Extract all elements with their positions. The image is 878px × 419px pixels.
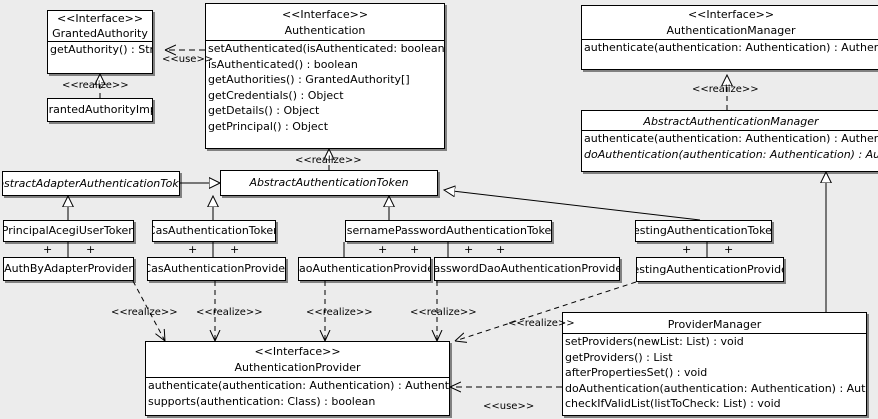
association-adornment-plus: + xyxy=(496,243,506,256)
class-name: AbstractAuthenticationToken xyxy=(249,176,409,189)
divider xyxy=(206,40,444,41)
class-name: DaoAuthenticationProvider xyxy=(298,262,430,275)
association-adornment-plus: + xyxy=(378,243,388,256)
class-password-dao-authentication-provider[interactable]: PasswordDaoAuthenticationProvider xyxy=(434,257,620,281)
class-name: GrantedAuthority xyxy=(52,27,148,40)
operations-compartment: authenticate(authentication: Authenticat… xyxy=(582,131,878,162)
relationship-label-realize-auth-by-adapter: <<realize>> xyxy=(111,307,178,318)
operation: authenticate(authentication: Authenticat… xyxy=(584,132,878,145)
class-name: Authentication xyxy=(284,24,366,37)
association-adornment-plus: + xyxy=(43,243,53,256)
relationship-label-realize-password-dao: <<realize>> xyxy=(410,307,477,318)
stereotype-label: <<Interface>> xyxy=(254,345,341,358)
association-adornment-plus: + xyxy=(724,243,734,256)
association-adornment-plus: + xyxy=(86,243,96,256)
class-abstract-authentication-token[interactable]: AbstractAuthenticationToken xyxy=(220,170,438,196)
class-name: AuthenticationManager xyxy=(666,24,796,37)
class-authentication[interactable]: <<Interface>> Authentication setAuthenti… xyxy=(205,3,445,149)
class-header: ProviderManager xyxy=(563,313,866,333)
class-cas-authentication-provider[interactable]: CasAuthenticationProvider xyxy=(147,257,286,281)
association-adornment-plus: + xyxy=(410,243,420,256)
relationship-label-use-provider-manager: <<use>> xyxy=(483,401,535,412)
operations-compartment: setAuthenticated(isAuthenticated: boolea… xyxy=(206,41,444,134)
operation: getCredentials() : Object xyxy=(208,88,344,102)
class-name: GrantedAuthorityImpl xyxy=(48,103,152,116)
relationship-label-realize-testing: <<realize>> xyxy=(508,318,575,329)
association-adornment-plus: + xyxy=(682,243,692,256)
class-name: CasAuthenticationProvider xyxy=(147,262,286,275)
operation: supports(authentication: Class) : boolea… xyxy=(148,394,376,408)
class-abstract-adapter-authentication-token[interactable]: AbstractAdapterAuthenticationToken xyxy=(2,171,180,196)
class-testing-authentication-token[interactable]: TestingAuthenticationToken xyxy=(635,220,772,242)
class-cas-authentication-token[interactable]: CasAuthenticationToken xyxy=(152,220,276,242)
class-name: TestingAuthenticationToken xyxy=(635,224,772,237)
operation: checkIfValidList(listToCheck: List) : vo… xyxy=(565,397,781,410)
class-header: <<Interface>> AuthenticationManager xyxy=(582,6,878,39)
class-header: AbstractAuthenticationManager xyxy=(582,111,878,130)
class-name: AuthByAdapterProvider xyxy=(4,262,133,275)
class-name: AbstractAuthenticationManager xyxy=(643,115,819,128)
operation: getDetails() : Object xyxy=(208,104,320,117)
relationship-label-realize-authentication: <<realize>> xyxy=(295,155,362,166)
class-granted-authority[interactable]: <<Interface>> GrantedAuthority getAuthor… xyxy=(47,10,153,74)
divider xyxy=(146,377,449,378)
operation: setProviders(newList: List) : void xyxy=(565,335,744,348)
relationship-label-realize-granted-authority: <<realize>> xyxy=(62,80,129,91)
operation: getAuthority() : String xyxy=(50,43,153,56)
class-name: AuthenticationProvider xyxy=(234,361,361,374)
stereotype-label: <<Interface>> xyxy=(687,8,775,21)
operation: getPrincipal() : Object xyxy=(208,119,329,133)
class-name: AbstractAdapterAuthenticationToken xyxy=(3,176,179,190)
relationship-label-realize-authentication-manager: <<realize>> xyxy=(692,84,759,95)
association-adornment-plus: + xyxy=(230,243,240,256)
class-name: TestingAuthenticationProvider xyxy=(637,262,783,276)
class-name: PrincipalAcegiUserToken xyxy=(3,224,134,237)
class-granted-authority-impl[interactable]: GrantedAuthorityImpl xyxy=(47,98,153,122)
class-header: <<Interface>> AuthenticationProvider xyxy=(146,342,449,377)
stereotype-label: <<Interface>> xyxy=(56,12,144,25)
class-provider-manager[interactable]: ProviderManager setProviders(newList: Li… xyxy=(562,312,867,416)
divider xyxy=(48,41,152,42)
class-abstract-authentication-manager[interactable]: AbstractAuthenticationManager authentica… xyxy=(581,110,878,172)
association-adornment-plus: + xyxy=(188,243,198,256)
class-username-password-authentication-token[interactable]: UsernamePasswordAuthenticationToken xyxy=(345,220,552,242)
class-header: <<Interface>> GrantedAuthority xyxy=(48,11,152,41)
class-header: <<Interface>> Authentication xyxy=(206,4,444,40)
class-principal-acegi-user-token[interactable]: PrincipalAcegiUserToken xyxy=(3,220,134,242)
relationship-label-realize-dao: <<realize>> xyxy=(306,307,373,318)
operation: isAuthenticated() : boolean xyxy=(208,57,358,71)
operations-compartment: getAuthority() : String xyxy=(48,42,152,58)
class-authentication-manager[interactable]: <<Interface>> AuthenticationManager auth… xyxy=(581,5,878,70)
class-dao-authentication-provider[interactable]: DaoAuthenticationProvider xyxy=(298,257,431,281)
divider xyxy=(582,130,878,131)
operation: doAuthentication(authentication: Authent… xyxy=(565,381,866,395)
class-name: PasswordDaoAuthenticationProvider xyxy=(434,262,620,275)
class-name: CasAuthenticationToken xyxy=(152,224,276,237)
divider xyxy=(582,39,878,40)
operation: authenticate(authentication: Authenticat… xyxy=(148,379,450,392)
class-testing-authentication-provider[interactable]: TestingAuthenticationProvider xyxy=(636,257,784,282)
operation: getProviders() : List xyxy=(565,350,673,364)
relationship-label-use-granted-authority: <<use>> xyxy=(162,54,214,65)
operation: afterPropertiesSet() : void xyxy=(565,366,708,379)
class-auth-by-adapter-provider[interactable]: AuthByAdapterProvider xyxy=(3,257,134,281)
operation: getAuthorities() : GrantedAuthority[] xyxy=(208,73,410,86)
divider xyxy=(563,333,866,334)
operations-compartment: authenticate(authentication: Authenticat… xyxy=(146,378,449,409)
class-name: ProviderManager xyxy=(667,318,762,331)
relationship-label-realize-cas: <<realize>> xyxy=(196,307,263,318)
operations-compartment: authenticate(authentication: Authenticat… xyxy=(582,40,878,56)
operation: setAuthenticated(isAuthenticated: boolea… xyxy=(208,42,445,55)
operation: doAuthentication(authentication: Authent… xyxy=(584,147,878,161)
association-adornment-plus: + xyxy=(464,243,474,256)
operation: authenticate(authentication: Authenticat… xyxy=(584,41,878,54)
stereotype-label: <<Interface>> xyxy=(281,8,369,21)
class-authentication-provider[interactable]: <<Interface>> AuthenticationProvider aut… xyxy=(145,341,450,416)
operations-compartment: setProviders(newList: List) : void getPr… xyxy=(563,334,866,412)
class-name: UsernamePasswordAuthenticationToken xyxy=(345,224,552,237)
